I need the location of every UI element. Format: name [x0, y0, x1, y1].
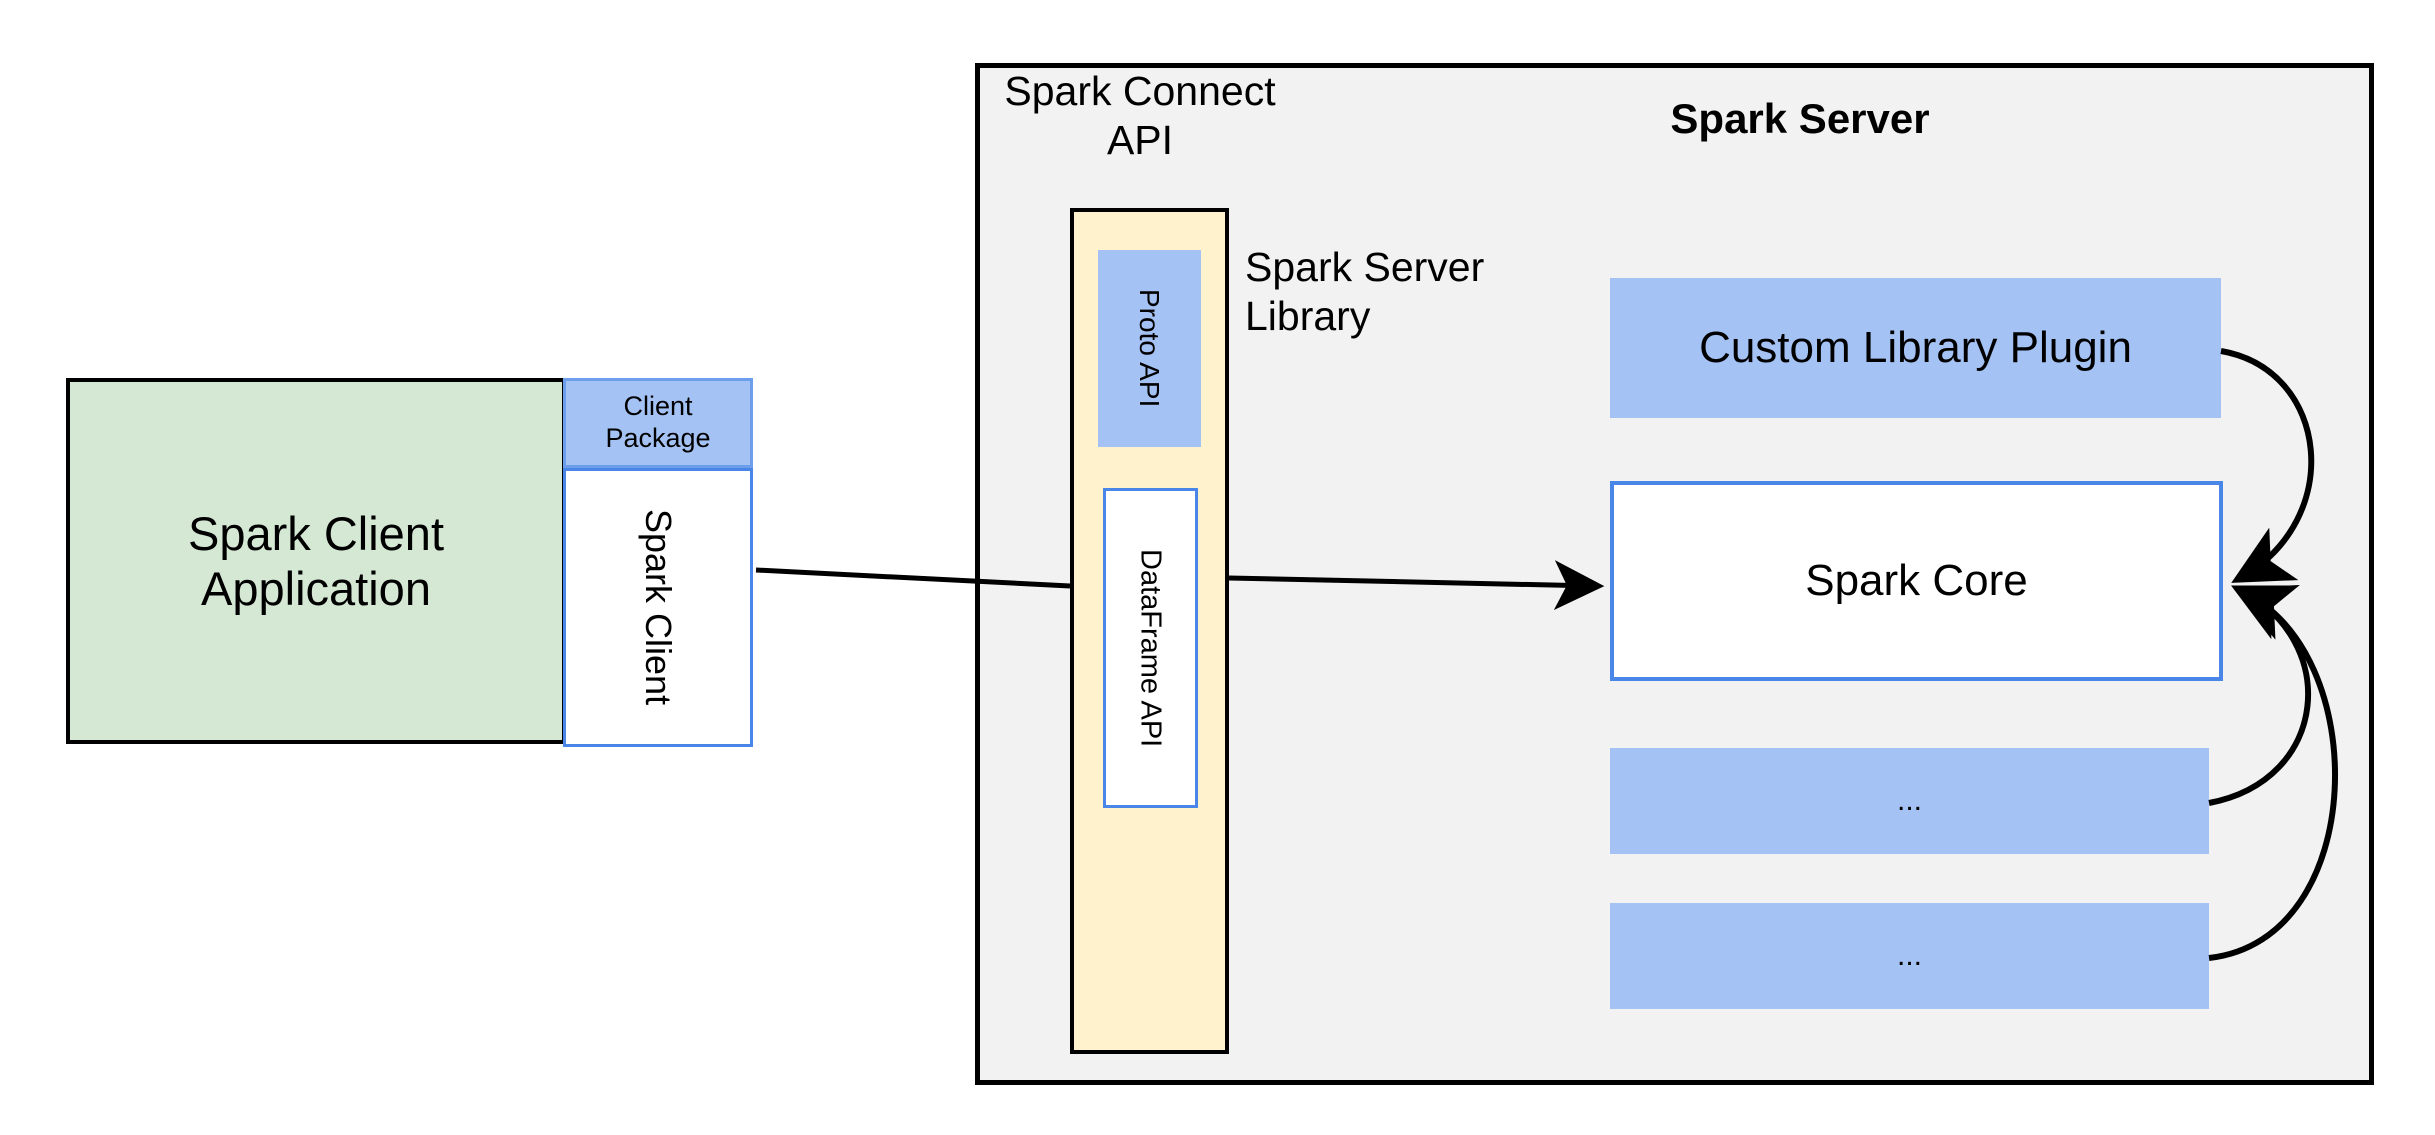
server-component-placeholder-1-label: ... [1896, 784, 1922, 818]
proto-api-node[interactable]: Proto API [1098, 250, 1201, 447]
spark-core-label: Spark Core [1805, 556, 2028, 606]
spark-client-application-node[interactable]: Spark Client Application [66, 378, 566, 744]
server-component-placeholder-1[interactable]: ... [1610, 748, 2209, 854]
dataframe-api-label: DataFrame API [1134, 548, 1167, 748]
proto-api-label: Proto API [1134, 289, 1166, 408]
spark-connect-api-title: Spark Connect API [1004, 68, 1276, 164]
spark-client-application-label: Spark Client Application [188, 506, 444, 615]
spark-server-title: Spark Server [1670, 95, 1930, 142]
server-component-placeholder-2-label: ... [1896, 939, 1922, 973]
spark-client-label: Spark Client [638, 509, 680, 706]
server-component-placeholder-2[interactable]: ... [1610, 903, 2209, 1009]
spark-server-library-title: Spark Server Library [1245, 244, 1485, 340]
dataframe-api-node[interactable]: DataFrame API [1103, 488, 1198, 808]
client-package-node[interactable]: Client Package [563, 378, 753, 468]
client-package-label: Client Package [605, 391, 711, 453]
spark-client-node[interactable]: Spark Client [563, 468, 753, 747]
custom-library-plugin-label: Custom Library Plugin [1699, 323, 2132, 373]
custom-library-plugin-node[interactable]: Custom Library Plugin [1610, 278, 2221, 418]
spark-core-node[interactable]: Spark Core [1610, 481, 2223, 681]
